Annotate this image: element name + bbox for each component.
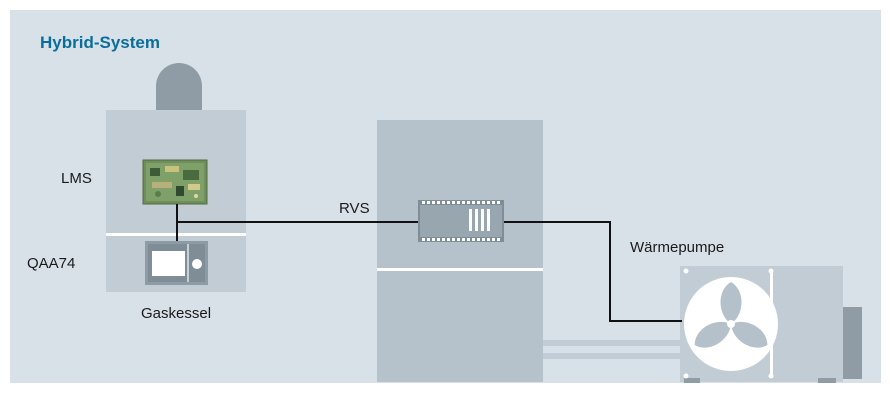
line-rvs-heatpump — [503, 221, 682, 322]
cabinet-body — [377, 120, 543, 382]
bus-lines — [176, 204, 682, 322]
boiler-flue — [156, 63, 202, 110]
rvs-label: RVS — [339, 200, 370, 217]
storage-cabinet — [377, 120, 543, 382]
diagram-title: Hybrid-System — [40, 33, 160, 52]
lms-label: LMS — [61, 170, 92, 187]
qaa74-label: QAA74 — [27, 255, 76, 272]
waermepumpe-label: Wärmepumpe — [630, 239, 725, 256]
gas-boiler — [106, 63, 246, 292]
controller-module-icon — [418, 200, 504, 242]
pipes — [543, 340, 683, 359]
room-unit-icon — [145, 241, 208, 285]
heat-pump — [680, 266, 862, 383]
gaskessel-label: Gaskessel — [141, 305, 212, 322]
fan-icon — [684, 277, 778, 371]
heat-pump-side — [842, 307, 862, 379]
circuit-board-icon — [142, 159, 208, 205]
cabinet-divider — [377, 268, 543, 271]
